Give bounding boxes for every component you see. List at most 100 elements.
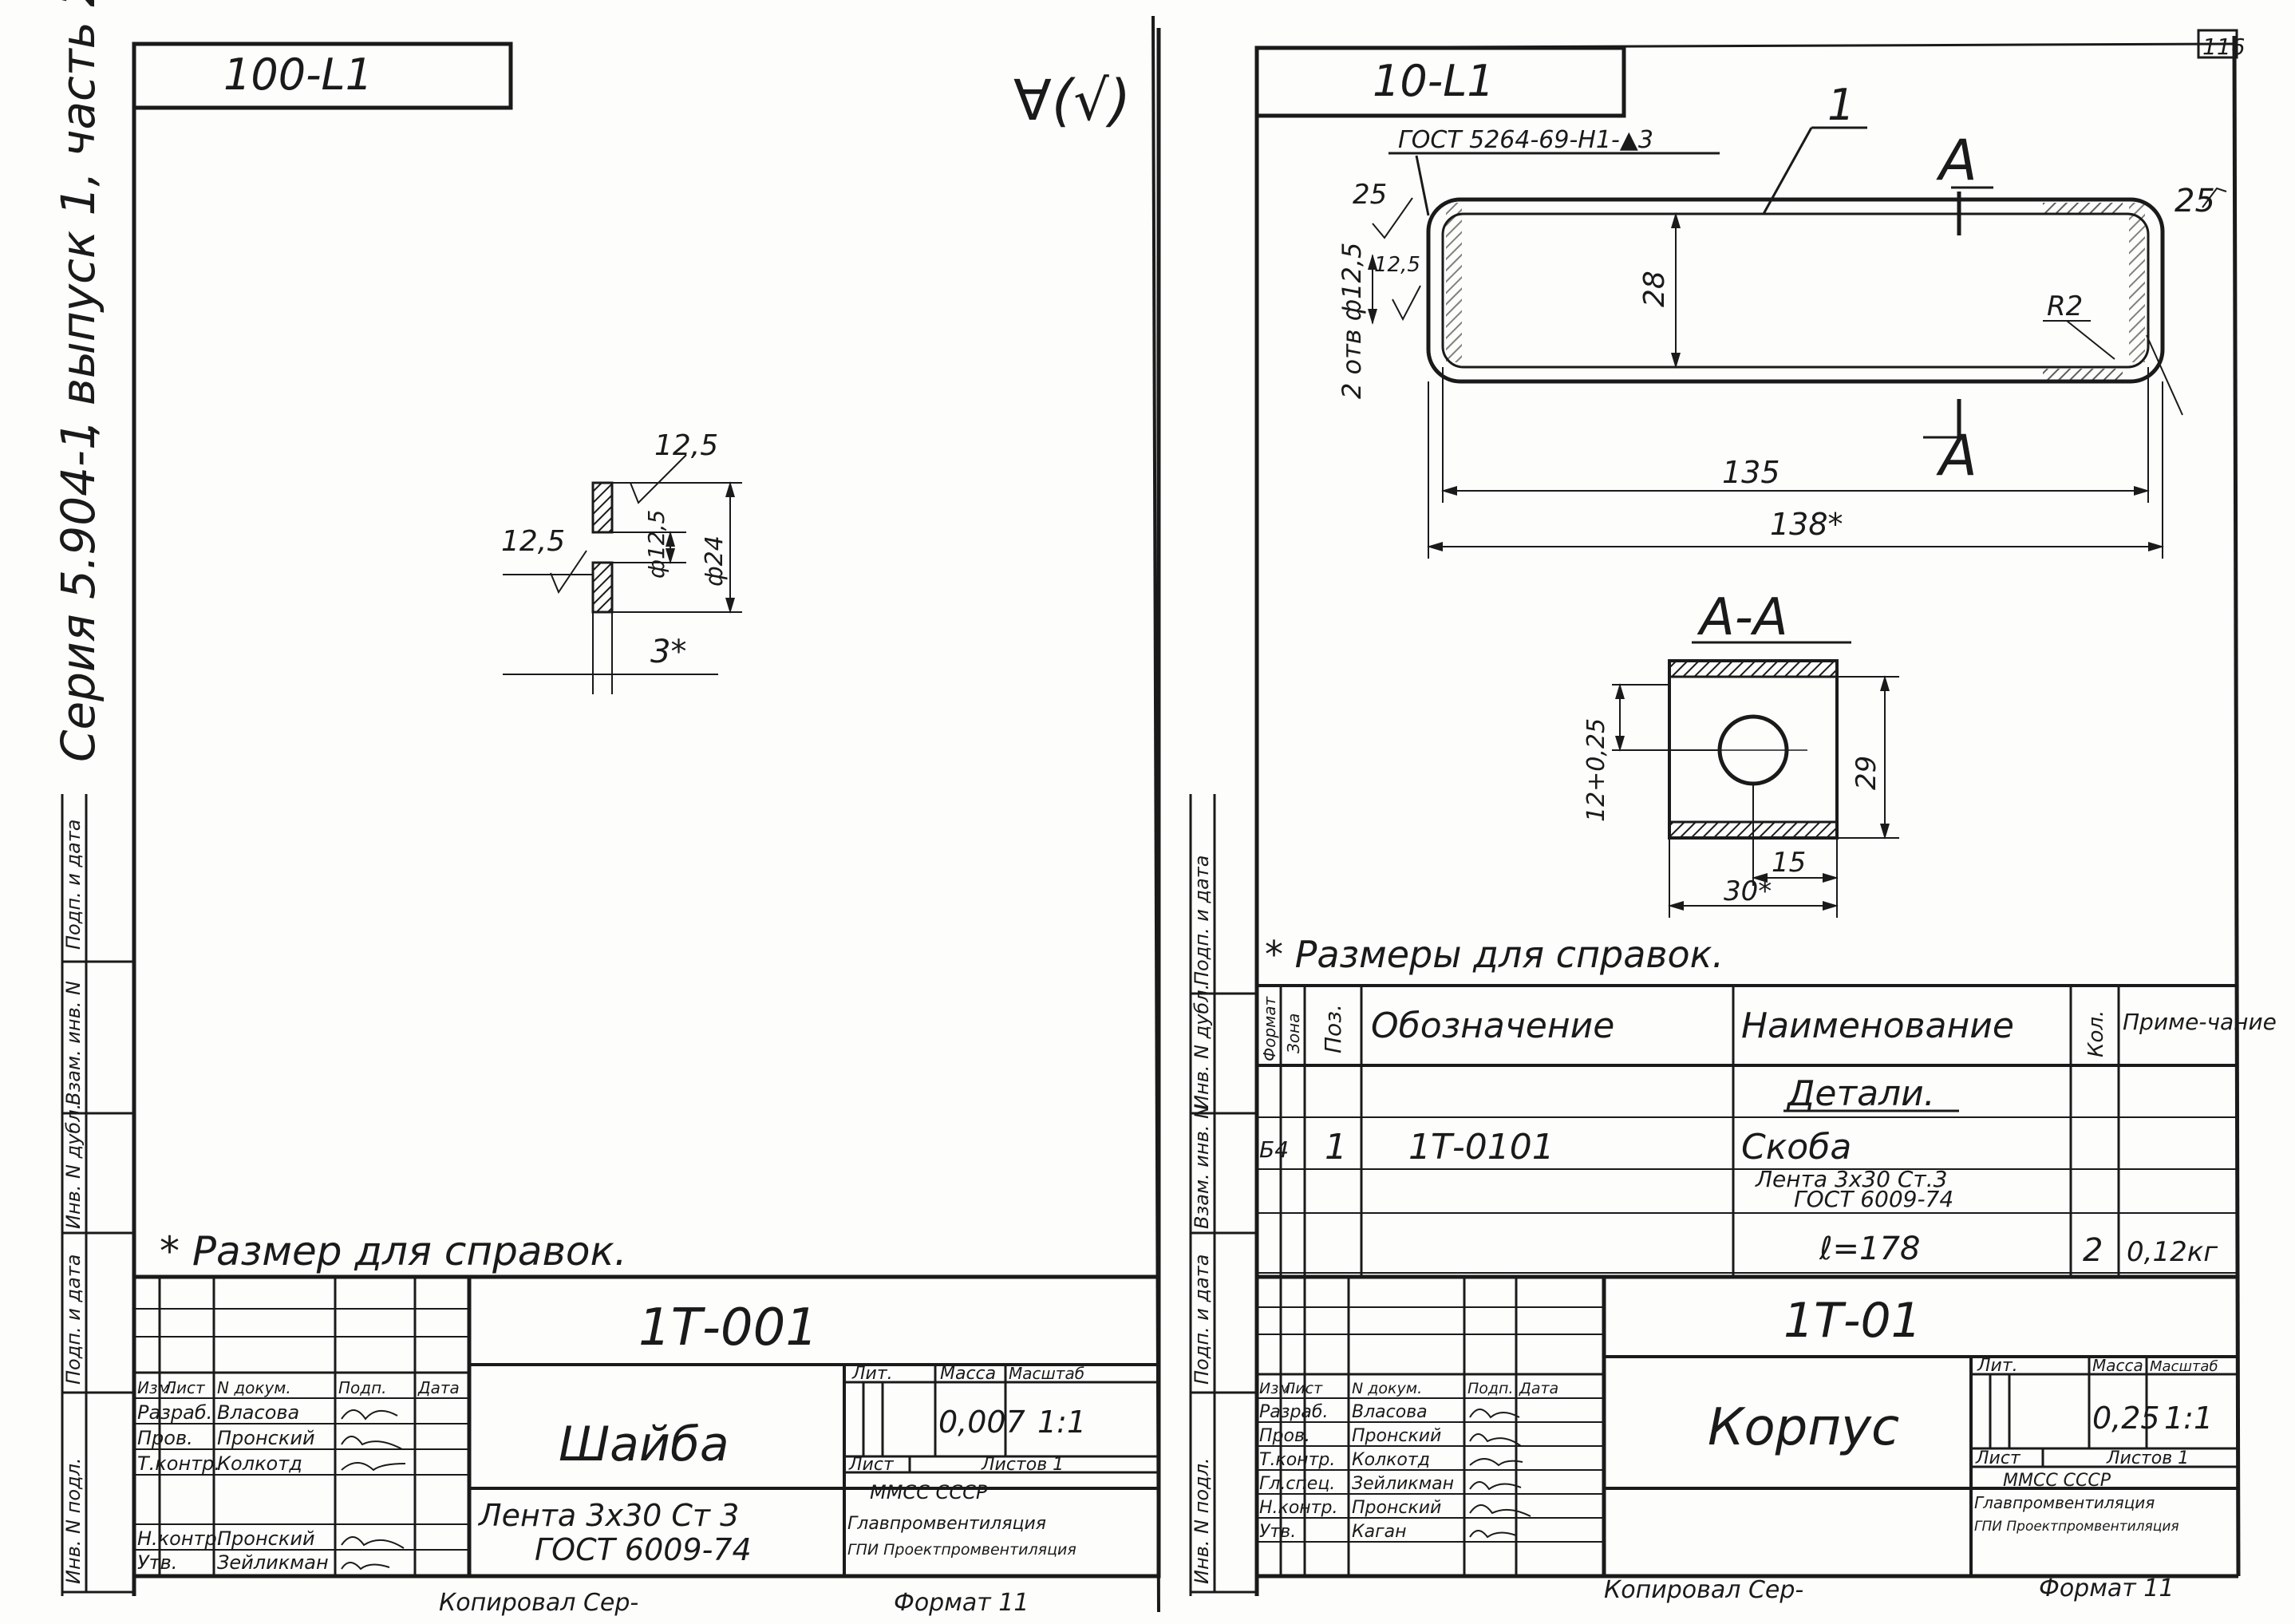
right-title-block: Изм. Лист N докум. Подп. Дата Разраб. Вл… <box>1257 1274 2238 1576</box>
washer-drawing: 12,5 12,5 ф12,5 ф24 3* <box>501 429 742 694</box>
left-sheets-label: Листов 1 <box>981 1455 1064 1475</box>
right-sig-role-3: Т.контр. <box>1259 1450 1335 1470</box>
left-sig-role-3: Т.контр. <box>137 1452 220 1475</box>
right-format: Формат 11 <box>2039 1575 2174 1602</box>
left-sig-role-1: Разраб. <box>137 1401 212 1424</box>
left-sig-name-5: Зейликман <box>217 1551 329 1574</box>
body-drawing: ГОСТ 5264-69-Н1-▲3 1 28 А А 25 <box>1337 80 2227 918</box>
spec-hdr-zone: Зона <box>1284 1014 1303 1053</box>
body-total-len: 138* <box>1770 507 1843 542</box>
body-rough-left: 25 <box>1353 179 1387 211</box>
left-material-2: ГОСТ 6009-74 <box>535 1532 752 1567</box>
roughness-mark: ∀(√) <box>1013 68 1131 133</box>
right-hdr-list: Лист <box>1283 1380 1323 1397</box>
right-sig-name-6: Каган <box>1352 1522 1407 1542</box>
stamp-orig-inv: Инв. N подл. <box>62 1457 85 1584</box>
section-height: 29 <box>1851 756 1882 790</box>
right-lit-label: Лит. <box>1977 1356 2018 1376</box>
section-hole: 15 <box>1772 847 1806 879</box>
spec-section: Детали. <box>1786 1073 1935 1114</box>
left-designation: 1Т-001 <box>638 1298 818 1357</box>
spec-row-designation: 1Т-0101 <box>1408 1127 1554 1168</box>
issue-caption: , выпуск 1, часть 2. <box>51 0 105 435</box>
right-copied: Копировал Сер- <box>1604 1576 1803 1604</box>
washer-rough-top: 12,5 <box>654 429 718 462</box>
left-hdr-doc: N докум. <box>217 1378 291 1397</box>
left-scale: 1:1 <box>1037 1405 1086 1440</box>
section-width: 30* <box>1724 875 1772 907</box>
body-rough-hole: 12,5 <box>1374 253 1420 277</box>
right-hdr-sign: Подп. <box>1467 1380 1514 1397</box>
weld-note: ГОСТ 5264-69-Н1-▲3 <box>1398 126 1653 154</box>
left-side-stamps: Подп. и дата Взам. инв. N Инв. N дубл. П… <box>62 794 134 1592</box>
right-designation: 1Т-01 <box>1783 1293 1922 1349</box>
right-sig-name-4: Зейликман <box>1352 1474 1454 1494</box>
right-hdr-doc: N докум. <box>1352 1380 1422 1397</box>
spec-hdr-designation: Обозначение <box>1371 1006 1614 1046</box>
spec-hdr-qty: Кол. <box>2084 1010 2108 1057</box>
washer-thickness: 3* <box>650 634 686 670</box>
right-org-3: ГПИ Проектпромвентиляция <box>1974 1519 2179 1535</box>
left-sig-name-4: Пронский <box>217 1527 315 1550</box>
right-hdr-izm: Изм. <box>1259 1380 1295 1397</box>
r-stamp-dup-inv: Инв. N дубл. <box>1191 984 1213 1109</box>
r-stamp-sign-date-2: Подп. и дата <box>1191 1255 1213 1385</box>
right-hdr-date: Дата <box>1519 1380 1558 1397</box>
spec-row-length: ℓ=178 <box>1819 1231 1920 1267</box>
right-sig-role-6: Утв. <box>1259 1522 1296 1542</box>
right-part-name: Корпус <box>1708 1398 1899 1457</box>
left-sig-name-3: Колкотд <box>217 1452 302 1475</box>
stamp-sign-date-1: Подп. и дата <box>62 820 85 950</box>
stamp-dup-inv: Инв. N дубл. <box>62 1104 85 1229</box>
spec-row-mass: 0,12кг <box>2127 1236 2218 1268</box>
left-org-1: ММСС СССР <box>870 1481 988 1503</box>
left-top-tab: 100-L1 <box>223 49 373 100</box>
right-sig-name-2: Пронский <box>1352 1426 1441 1446</box>
left-note: * Размер для справок. <box>160 1228 627 1274</box>
right-mass-label: Масса <box>2092 1356 2143 1375</box>
spec-hdr-pos: Поз. <box>1320 1004 1346 1053</box>
left-format: Формат 11 <box>894 1589 1029 1617</box>
right-sheets-label: Листов 1 <box>2106 1448 2189 1468</box>
section-title: А-А <box>1697 588 1788 647</box>
body-inner-len: 135 <box>1722 455 1780 490</box>
left-material-1: Лента 3x30 Ст 3 <box>477 1498 739 1533</box>
left-mass-label: Масса <box>940 1364 996 1384</box>
right-org-2: Главпромвентиляция <box>1974 1493 2155 1512</box>
washer-outer-dia: ф24 <box>701 535 729 587</box>
spec-row-qty: 2 <box>2083 1232 2103 1269</box>
r-stamp-orig-inv: Инв. N подл. <box>1191 1457 1213 1584</box>
left-sheet: 100-L1 ∀(√) Серия 5.904-1 , выпуск 1, ча… <box>51 0 1161 1617</box>
right-sig-name-5: Пронский <box>1352 1498 1441 1518</box>
left-org-3: ГПИ Проектпромвентиляция <box>847 1541 1076 1559</box>
series-caption: Серия 5.904-1 <box>51 421 105 762</box>
spec-row-format: Б4 <box>1259 1136 1289 1163</box>
body-rough-right: 25 <box>2175 183 2215 219</box>
stamp-sign-date-2: Подп. и дата <box>62 1255 85 1385</box>
right-scale-label: Масштаб <box>2150 1358 2218 1375</box>
left-title-block: Изм. Лист N докум. Подп. Дата Разраб. Вл… <box>132 1274 1161 1579</box>
right-side-stamps: Подп. и дата Инв. N дубл. Взам. инв. N П… <box>1191 794 1257 1592</box>
left-mass: 0,007 <box>938 1405 1025 1440</box>
page-number: 116 <box>2202 34 2245 60</box>
body-height: 28 <box>1638 271 1671 307</box>
spec-row-material-2: ГОСТ 6009-74 <box>1794 1186 1953 1212</box>
body-holes: 2 отв ф12,5 <box>1337 243 1367 399</box>
spec-row-pos: 1 <box>1325 1127 1347 1168</box>
left-sig-name-2: Пронский <box>217 1427 315 1449</box>
left-hdr-date: Дата <box>417 1378 460 1397</box>
spec-hdr-format: Формат <box>1260 996 1279 1061</box>
stamp-replace-inv: Взам. инв. N <box>62 981 85 1105</box>
right-sig-role-1: Разраб. <box>1259 1402 1328 1422</box>
right-org-1: ММСС СССР <box>2003 1471 2111 1491</box>
left-part-name: Шайба <box>559 1417 729 1472</box>
right-top-tab: 10-L1 <box>1373 56 1495 106</box>
right-sheet-label: Лист <box>1975 1448 2021 1468</box>
left-sig-role-5: Утв. <box>137 1551 177 1574</box>
left-hdr-sign: Подп. <box>338 1378 387 1397</box>
spec-row-material-1: Лента 3x30 Ст.3 <box>1755 1166 1947 1192</box>
r-stamp-replace-inv: Взам. инв. N <box>1191 1104 1213 1229</box>
left-copied: Копировал Сер- <box>439 1589 638 1617</box>
left-scale-label: Масштаб <box>1009 1364 1084 1383</box>
section-mark-top: А <box>1936 128 1977 193</box>
